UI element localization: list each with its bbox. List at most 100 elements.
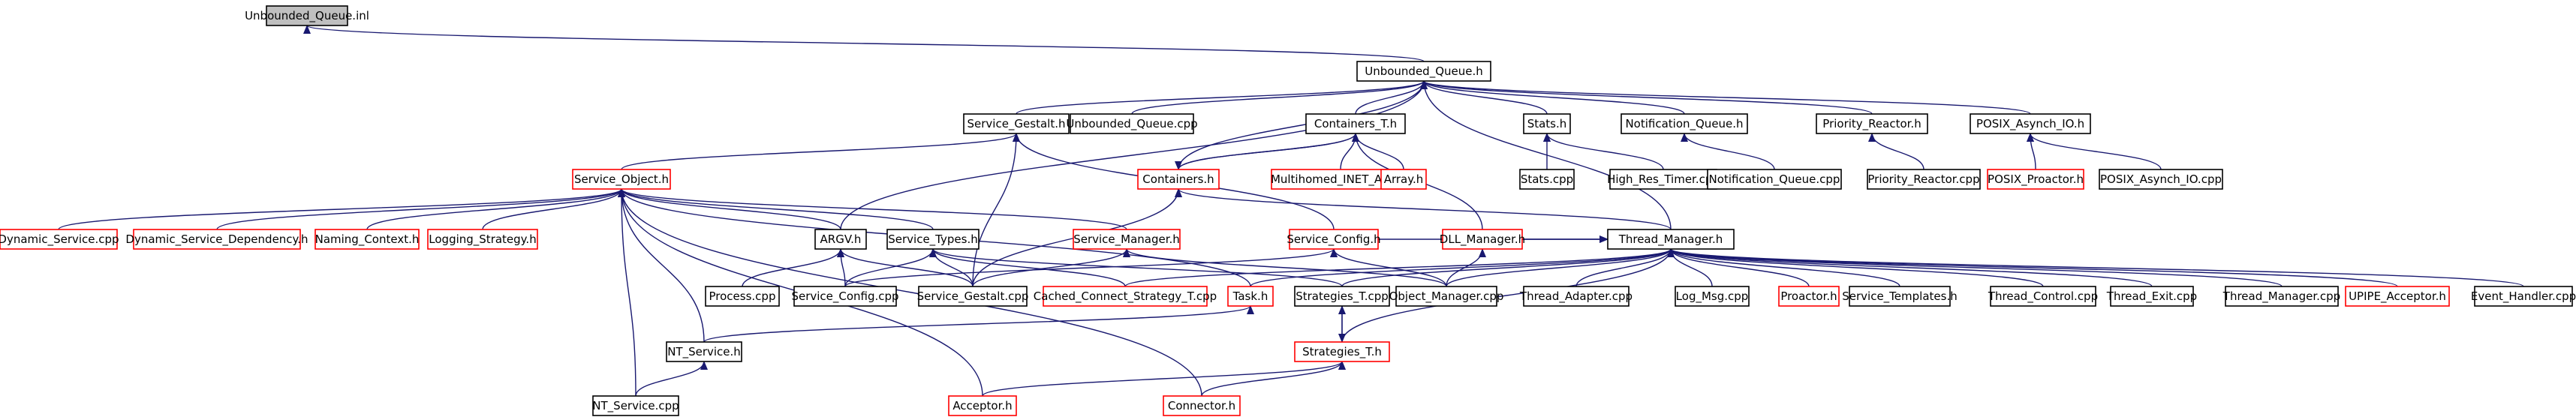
node-stmp[interactable]: Service_Templates.h bbox=[1842, 286, 1958, 307]
node-pp[interactable]: POSIX_Proactor.h bbox=[1987, 169, 2084, 190]
edge-argv-to-so bbox=[618, 188, 841, 230]
node-upa[interactable]: UPIPE_Acceptor.h bbox=[2345, 286, 2450, 307]
node-tm[interactable]: Thread_Manager.h bbox=[1607, 229, 1735, 250]
node-ta[interactable]: Thread_Adapter.cpp bbox=[1519, 286, 1633, 307]
edge-sth-to-tm bbox=[1341, 248, 1675, 343]
node-ct[interactable]: Containers_T.h bbox=[1305, 113, 1406, 134]
edges-layer bbox=[58, 25, 2524, 397]
node-box-sgc bbox=[918, 286, 1028, 307]
edge-nts-to-so bbox=[618, 188, 705, 343]
edge-hrt-to-stats bbox=[1543, 133, 1664, 170]
node-eh[interactable]: Event_Handler.cpp bbox=[2471, 286, 2576, 307]
node-box-hrt bbox=[1609, 169, 1717, 190]
node-label-pp: POSIX_Proactor.h bbox=[1988, 172, 2084, 187]
node-pai[interactable]: POSIX_Asynch_IO.h bbox=[1970, 113, 2091, 134]
node-box-stc bbox=[1294, 286, 1390, 307]
edge-tm-to-cont bbox=[1175, 188, 1672, 230]
node-sg[interactable]: Service_Gestalt.h bbox=[963, 113, 1070, 134]
node-label-statscpp: Stats.cpp bbox=[1521, 172, 1573, 186]
node-nc[interactable]: Naming_Context.h bbox=[314, 229, 420, 250]
node-label-sg: Service_Gestalt.h bbox=[967, 117, 1065, 131]
node-om[interactable]: Object_Manager.cpp bbox=[1389, 286, 1504, 307]
node-box-ds bbox=[0, 229, 118, 250]
node-box-sc bbox=[1289, 229, 1379, 250]
node-st[interactable]: Service_Types.h bbox=[886, 229, 980, 250]
node-box-om bbox=[1395, 286, 1497, 307]
node-tmc[interactable]: Thread_Manager.cpp bbox=[2222, 286, 2340, 307]
node-label-dsd: Dynamic_Service_Dependency.h bbox=[125, 232, 308, 247]
node-box-paic bbox=[2099, 169, 2223, 190]
node-box-st bbox=[886, 229, 980, 250]
node-conn[interactable]: Connector.h bbox=[1163, 395, 1241, 416]
node-paic[interactable]: POSIX_Asynch_IO.cpp bbox=[2099, 169, 2223, 190]
node-lm[interactable]: Log_Msg.cpp bbox=[1675, 286, 1750, 307]
node-label-dll: DLL_Manager.h bbox=[1440, 232, 1525, 247]
node-box-dll bbox=[1442, 229, 1523, 250]
node-arr[interactable]: Array.h bbox=[1380, 169, 1427, 190]
node-label-stmp: Service_Templates.h bbox=[1842, 290, 1957, 304]
node-sth[interactable]: Strategies_T.h bbox=[1294, 341, 1390, 362]
node-box-acc bbox=[948, 395, 1017, 416]
edge-ccst-to-st bbox=[929, 248, 1126, 287]
node-sc[interactable]: Service_Config.h bbox=[1286, 229, 1381, 250]
node-label-mia: Multihomed_INET_Addr.h bbox=[1271, 172, 1410, 187]
node-so[interactable]: Service_Object.h bbox=[572, 169, 671, 190]
node-sm[interactable]: Service_Manager.h bbox=[1073, 229, 1181, 250]
node-uqc[interactable]: Unbounded_Queue.cpp bbox=[1066, 113, 1198, 134]
node-nts[interactable]: NT_Service.h bbox=[666, 341, 742, 362]
edge-acc-to-sth bbox=[982, 361, 1346, 397]
node-tc[interactable]: Thread_Control.cpp bbox=[1988, 286, 2098, 307]
node-statscpp[interactable]: Stats.cpp bbox=[1519, 169, 1575, 190]
node-dll[interactable]: DLL_Manager.h bbox=[1440, 229, 1525, 250]
node-proa[interactable]: Proactor.h bbox=[1778, 286, 1840, 307]
node-box-conn bbox=[1163, 395, 1241, 416]
node-uq[interactable]: Unbounded_Queue.h bbox=[1356, 61, 1491, 82]
node-sgc[interactable]: Service_Gestalt.cpp bbox=[917, 286, 1029, 307]
node-argv[interactable]: ARGV.h bbox=[814, 229, 867, 250]
node-stc[interactable]: Strategies_T.cpp bbox=[1294, 286, 1390, 307]
node-pr[interactable]: Priority_Reactor.h bbox=[1816, 113, 1928, 134]
node-proc[interactable]: Process.cpp bbox=[705, 286, 780, 307]
node-box-upa bbox=[2345, 286, 2450, 307]
edge-argv-to-uq bbox=[840, 80, 1428, 230]
node-ntsc[interactable]: NT_Service.cpp bbox=[592, 395, 679, 416]
node-box-so bbox=[572, 169, 671, 190]
node-ds[interactable]: Dynamic_Service.cpp bbox=[0, 229, 119, 250]
node-acc[interactable]: Acceptor.h bbox=[948, 395, 1017, 416]
node-box-scc bbox=[793, 286, 897, 307]
node-label-ntsc: NT_Service.cpp bbox=[592, 399, 679, 413]
node-scc[interactable]: Service_Config.cpp bbox=[791, 286, 899, 307]
edge-nc-to-so bbox=[366, 188, 625, 230]
node-box-eh bbox=[2474, 286, 2573, 307]
node-te[interactable]: Thread_Exit.cpp bbox=[2106, 286, 2197, 307]
node-prc[interactable]: Priority_Reactor.cpp bbox=[1867, 169, 1981, 190]
node-box-statscpp bbox=[1519, 169, 1575, 190]
edge-ntsc-to-nts bbox=[635, 361, 708, 397]
node-label-sm: Service_Manager.h bbox=[1073, 232, 1180, 247]
node-stats[interactable]: Stats.h bbox=[1523, 113, 1571, 134]
node-label-stats: Stats.h bbox=[1527, 117, 1567, 130]
node-box-root bbox=[266, 5, 348, 26]
node-label-tmc: Thread_Manager.cpp bbox=[2222, 290, 2340, 304]
edge-sg-to-uq bbox=[1016, 80, 1428, 115]
node-label-argv: ARGV.h bbox=[820, 232, 862, 246]
node-ccst[interactable]: Cached_Connect_Strategy_T.cpp bbox=[1034, 286, 1217, 307]
node-nq[interactable]: Notification_Queue.h bbox=[1621, 113, 1748, 134]
node-box-task bbox=[1227, 286, 1274, 307]
node-dsd[interactable]: Dynamic_Service_Dependency.h bbox=[125, 229, 308, 250]
node-task[interactable]: Task.h bbox=[1227, 286, 1274, 307]
edge-proa-to-tm bbox=[1667, 248, 1810, 287]
edge-pai-to-uq bbox=[1420, 80, 2031, 115]
nodes-layer: Unbounded_Queue.inlUnbounded_Queue.hServ… bbox=[0, 5, 2576, 416]
node-nqc[interactable]: Notification_Queue.cpp bbox=[1707, 169, 1842, 190]
node-cont[interactable]: Containers.h bbox=[1137, 169, 1220, 190]
node-label-proa: Proactor.h bbox=[1780, 290, 1837, 303]
edge-te-to-tm bbox=[1667, 248, 2153, 287]
node-label-scc: Service_Config.cpp bbox=[791, 290, 898, 304]
edge-sgc-to-sg bbox=[972, 133, 1020, 287]
node-hrt[interactable]: High_Res_Timer.cpp bbox=[1607, 169, 1720, 190]
node-ls[interactable]: Logging_Strategy.h bbox=[427, 229, 538, 250]
node-box-proa bbox=[1778, 286, 1840, 307]
node-label-uqc: Unbounded_Queue.cpp bbox=[1066, 117, 1197, 131]
